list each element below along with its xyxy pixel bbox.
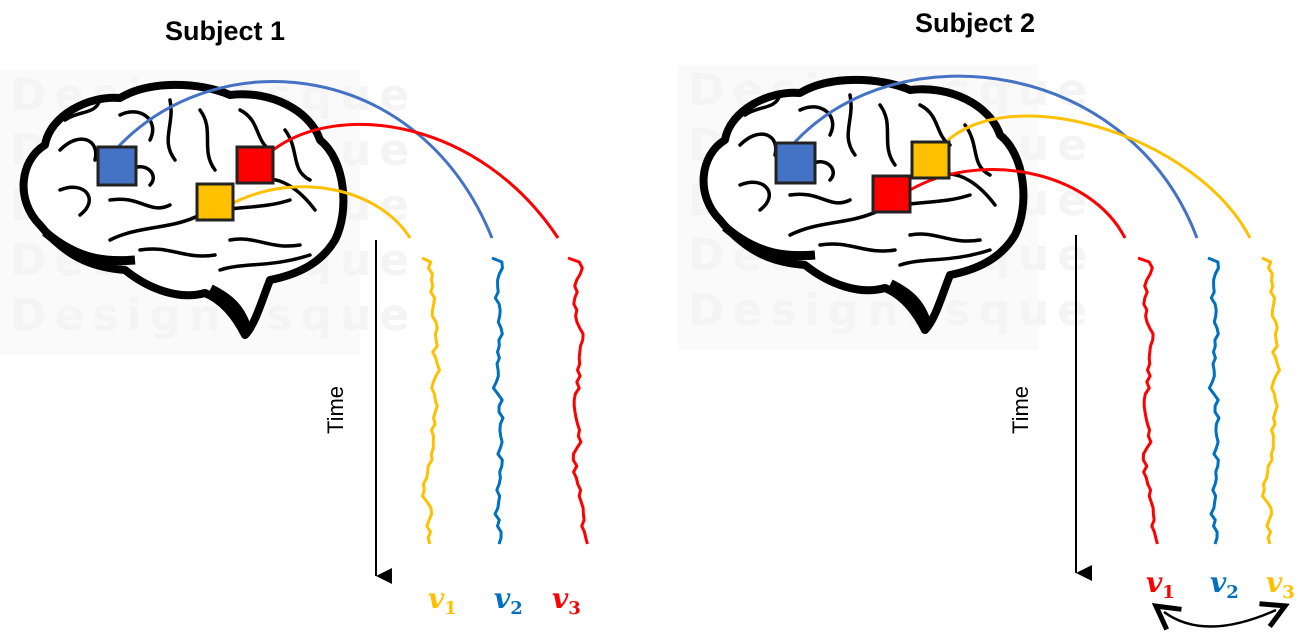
region-red xyxy=(235,145,275,185)
signal-v1 xyxy=(1137,256,1159,545)
region-blue xyxy=(96,145,138,187)
label-v1: v1 xyxy=(428,582,457,619)
signal-v2 xyxy=(1207,256,1221,545)
label-v3: v3 xyxy=(1266,566,1295,603)
signal-v1 xyxy=(421,256,441,545)
connection-blue xyxy=(793,74,1199,239)
signal-v3 xyxy=(1261,256,1281,545)
region-blue xyxy=(774,141,817,185)
label-v3: v3 xyxy=(552,582,581,619)
connection-yellow xyxy=(947,114,1252,239)
region-red xyxy=(871,174,912,214)
region-yellow xyxy=(195,182,235,222)
connection-blue xyxy=(116,80,494,239)
signal-v2 xyxy=(491,256,505,545)
subject-2-panel: Subject 2 Designesque Designesque Design… xyxy=(678,8,1295,627)
connection-yellow xyxy=(232,185,412,239)
label-v1: v1 xyxy=(1146,566,1175,603)
signal-v3 xyxy=(567,256,589,545)
subject-1-title: Subject 1 xyxy=(165,16,285,46)
time-label: Time xyxy=(323,386,348,434)
subject-2-title: Subject 2 xyxy=(915,8,1035,38)
region-yellow xyxy=(910,140,951,180)
subject-1-panel: Subject 1 Designesque Designesque Design… xyxy=(0,16,589,619)
time-label: Time xyxy=(1008,386,1033,434)
label-v2: v2 xyxy=(494,582,523,619)
label-v2: v2 xyxy=(1210,566,1239,603)
connection-red xyxy=(272,122,560,239)
swap-arrow xyxy=(1164,610,1276,627)
